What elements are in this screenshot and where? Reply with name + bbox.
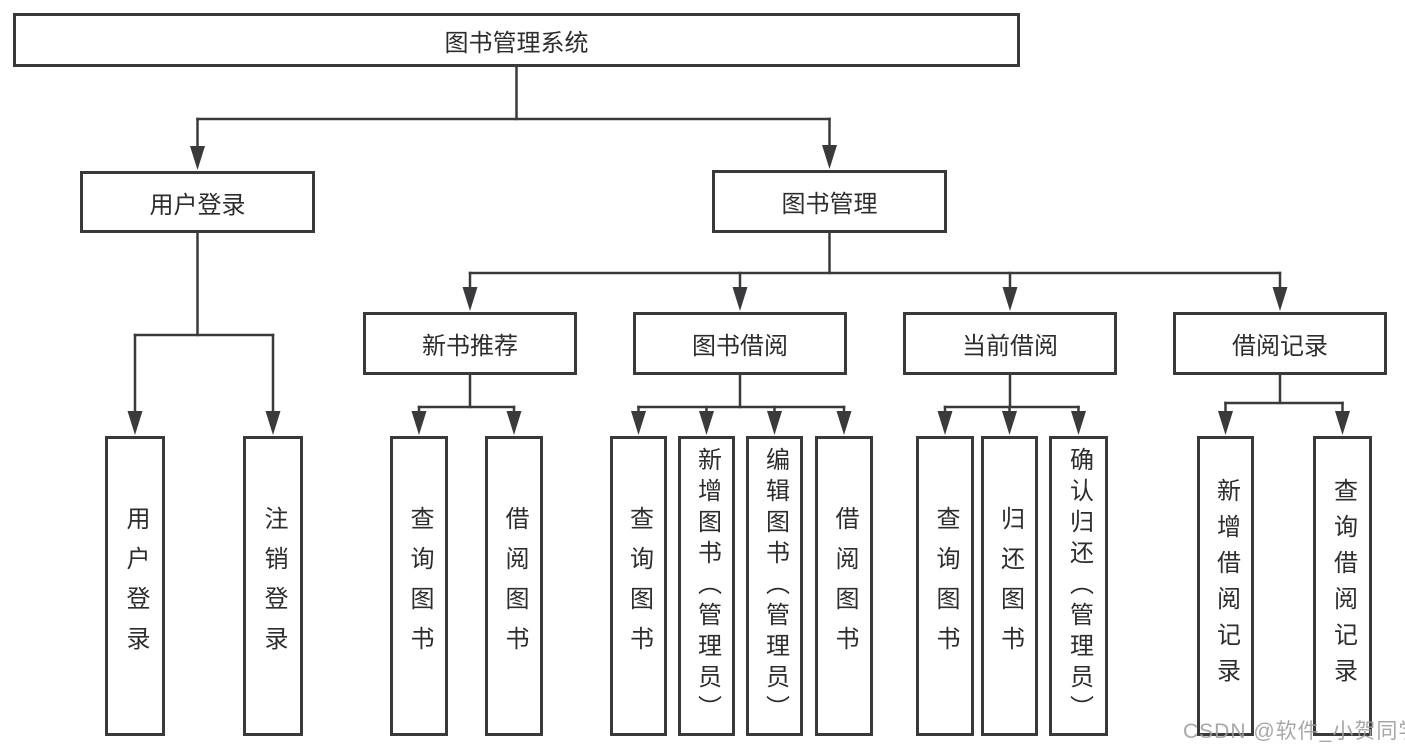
node-leaf-add-record: 新增借阅记录 [1197,436,1254,736]
node-label: 查询图书 [932,506,959,666]
node-leaf-edit-book: 编辑图书（管理员） [746,436,803,736]
node-label: 注销登录 [260,506,287,666]
node-leaf-query-book-1: 查询图书 [390,436,448,736]
node-leaf-confirm-return: 确认归还（管理员） [1049,436,1108,736]
arrowhead-icon [937,411,953,435]
arrowhead-icon [822,145,837,169]
node-leaf-query-record: 查询借阅记录 [1313,436,1372,736]
node-leaf-query-book-3: 查询图书 [916,436,974,736]
arrowhead-icon [462,287,478,311]
node-label: 当前借阅 [962,333,1058,360]
arrowhead-icon [699,411,714,435]
arrowhead-icon [265,411,281,435]
node-label: 借阅记录 [1232,333,1328,360]
node-label: 图书管理 [781,191,878,218]
node-borrow-record: 借阅记录 [1173,312,1387,375]
node-root: 图书管理系统 [13,13,1020,67]
node-label: 编辑图书（管理员） [761,446,789,726]
node-label: 确认归还（管理员） [1065,446,1093,726]
arrowhead-icon [631,411,646,435]
arrowhead-icon [767,411,782,435]
arrowhead-icon [836,411,852,435]
node-label: 图书借阅 [692,333,788,360]
arrowhead-icon [1002,411,1017,435]
node-current-borrow: 当前借阅 [903,312,1117,375]
watermark: CSDN @软件_小贺同学 [1183,720,1405,743]
arrowhead-icon [1335,411,1350,435]
node-label: 查询图书 [625,506,653,666]
arrowhead-icon [732,287,748,311]
node-label: 用户登录 [122,506,149,666]
node-leaf-borrow-book-1: 借阅图书 [485,436,543,736]
arrowhead-icon [190,146,205,170]
arrowhead-icon [1272,287,1288,311]
node-user-login: 用户登录 [80,171,315,233]
node-leaf-add-book: 新增图书（管理员） [678,436,735,736]
node-leaf-user-login: 用户登录 [105,436,165,736]
node-label: 借阅图书 [501,506,528,666]
node-label: 借阅图书 [831,506,858,666]
node-label: 新增图书（管理员） [693,446,721,726]
node-label: 用户登录 [149,191,246,219]
arrowhead-icon [411,411,427,435]
arrowhead-icon [127,411,143,435]
node-leaf-return-book: 归还图书 [981,436,1038,736]
arrowhead-icon [506,411,522,435]
arrowhead-icon [1071,411,1086,435]
arrowhead-icon [1002,287,1018,311]
node-label: 查询借阅记录 [1329,478,1357,694]
node-label: 图书管理系统 [444,29,589,57]
arrowhead-icon [1218,411,1233,435]
node-label: 归还图书 [996,506,1024,666]
node-book-mgmt: 图书管理 [712,170,947,233]
node-label: 新书推荐 [422,333,518,360]
node-leaf-borrow-book-2: 借阅图书 [815,436,873,736]
node-book-borrow: 图书借阅 [633,312,847,375]
node-leaf-logout: 注销登录 [243,436,303,736]
node-label: 查询图书 [406,506,433,666]
node-new-book-rec: 新书推荐 [363,312,577,375]
node-leaf-query-book-2: 查询图书 [610,436,667,736]
node-label: 新增借阅记录 [1212,478,1240,694]
